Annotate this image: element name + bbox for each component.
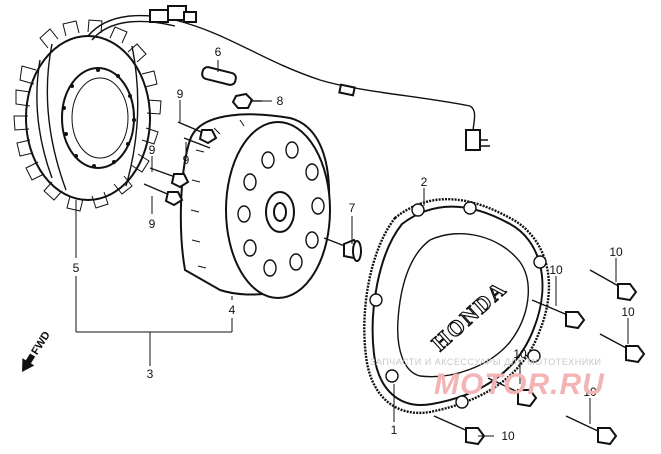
dowel-pin-6: [201, 66, 237, 86]
bolts-10: [433, 269, 646, 446]
callout-10-c: 10: [621, 305, 635, 319]
callout-6: 6: [215, 45, 222, 59]
fwd-label: FWD: [29, 329, 52, 357]
callout-5: 5: [73, 261, 80, 275]
callout-10-f: 10: [583, 385, 597, 399]
callout-7: 7: [349, 201, 356, 215]
bolts-9: [143, 121, 218, 207]
callout-9-a: 9: [177, 87, 184, 101]
callout-1: 1: [391, 423, 398, 437]
watermark-tagline: ЗАПЧАСТИ И АКСЕССУАРЫ ДЛЯ МОТОТЕХНИКИ: [370, 357, 601, 367]
fwd-arrow-icon: [22, 353, 36, 372]
flywheel-rotor: [179, 113, 331, 299]
stator-assembly: [13, 5, 490, 212]
bolt-7: [323, 237, 362, 262]
leader-lines: [75, 60, 629, 437]
callout-10-a: 10: [609, 245, 623, 259]
callout-3: 3: [147, 367, 154, 381]
fwd-direction-marker: FWD: [22, 329, 53, 372]
callout-2: 2: [421, 175, 428, 189]
callout-numbers: 1 2 3 4 5 6 7 8 9 9 9 9 10 10 10 10 10 1…: [73, 45, 635, 443]
watermark: ЗАПЧАСТИ И АКСЕССУАРЫ ДЛЯ МОТОТЕХНИКИ MO…: [370, 357, 605, 401]
callout-9-d: 9: [149, 217, 156, 231]
callout-9-c: 9: [149, 143, 156, 157]
callout-10-b: 10: [549, 263, 563, 277]
callout-9-b: 9: [183, 153, 190, 167]
callout-10-e: 10: [501, 429, 515, 443]
bolt-8: [231, 92, 262, 109]
callout-10-d: 10: [513, 347, 527, 361]
callout-8: 8: [277, 94, 284, 108]
crankcase-cover: HONDA: [363, 198, 551, 415]
callout-4: 4: [229, 303, 236, 317]
watermark-site: MOTOR.RU: [434, 368, 605, 401]
